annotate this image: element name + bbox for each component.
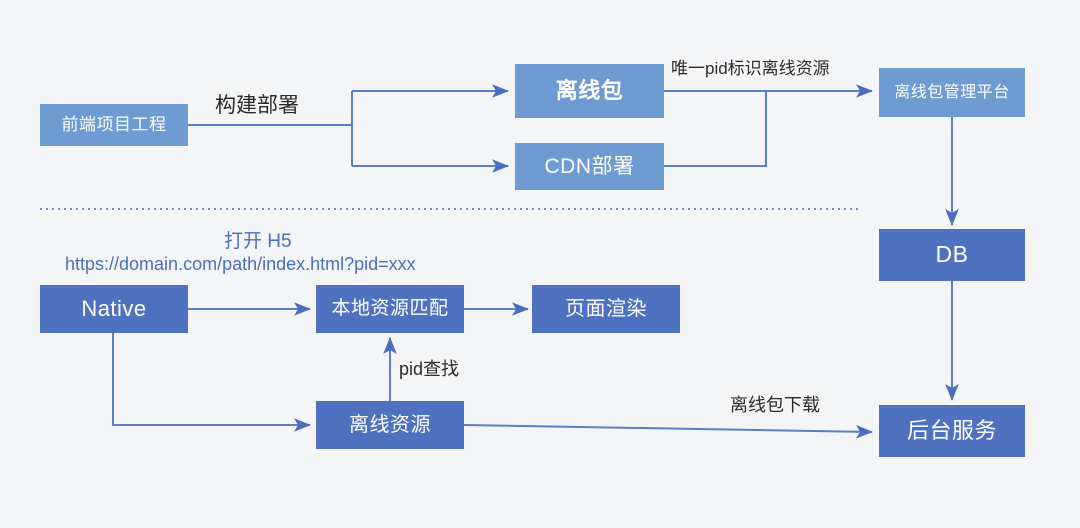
- edge-label-pid-lookup: pid查找: [399, 355, 459, 381]
- wire-native-to-offline-resource: [112, 333, 311, 432]
- edge-label-unique-pid: 唯一pid标识离线资源: [671, 54, 830, 79]
- node-backend-service-label: 后台服务: [906, 417, 997, 443]
- edge-label-build-deploy-text: 构建部署: [215, 94, 299, 117]
- node-offline-resource[interactable]: 离线资源: [316, 401, 464, 449]
- edge-label-build-deploy: 构建部署: [215, 89, 299, 119]
- wire-offline-resource-to-backend: [463, 424, 873, 439]
- edge-label-offline-package-download-text: 离线包下载: [730, 395, 820, 415]
- node-offline-package-platform[interactable]: 离线包管理平台: [879, 68, 1025, 117]
- edge-label-open-h5-text: 打开 H5: [224, 231, 292, 252]
- node-local-resource-match-label: 本地资源匹配: [331, 297, 449, 319]
- node-native[interactable]: Native: [40, 285, 188, 333]
- node-frontend-project-label: 前端项目工程: [61, 114, 167, 134]
- node-offline-package-platform-label: 离线包管理平台: [894, 83, 1010, 101]
- node-native-label: Native: [81, 295, 147, 321]
- edge-label-offline-package-download: 离线包下载: [730, 391, 820, 417]
- node-db-label: DB: [935, 241, 969, 268]
- node-backend-service[interactable]: 后台服务: [879, 405, 1025, 457]
- node-frontend-project[interactable]: 前端项目工程: [40, 104, 188, 146]
- edge-label-h5-url: https://domain.com/path/index.html?pid=x…: [65, 254, 416, 275]
- node-offline-resource-label: 离线资源: [349, 414, 431, 436]
- node-page-render[interactable]: 页面渲染: [532, 285, 680, 333]
- wire-cdn-to-platform: [664, 91, 767, 167]
- edge-label-pid-lookup-text: pid查找: [399, 359, 460, 379]
- node-cdn-deploy[interactable]: CDN部署: [515, 143, 664, 190]
- node-offline-package-label: 离线包: [555, 77, 624, 103]
- edge-label-h5-url-text: https://domain.com/path/index.html?pid=x…: [65, 254, 416, 274]
- node-db[interactable]: DB: [879, 229, 1025, 281]
- edge-label-open-h5: 打开 H5: [224, 226, 292, 253]
- node-page-render-label: 页面渲染: [565, 298, 647, 320]
- edge-label-unique-pid-text: 唯一pid标识离线资源: [671, 59, 830, 78]
- node-offline-package[interactable]: 离线包: [515, 64, 664, 118]
- node-cdn-deploy-label: CDN部署: [544, 154, 635, 178]
- node-local-resource-match[interactable]: 本地资源匹配: [316, 285, 464, 333]
